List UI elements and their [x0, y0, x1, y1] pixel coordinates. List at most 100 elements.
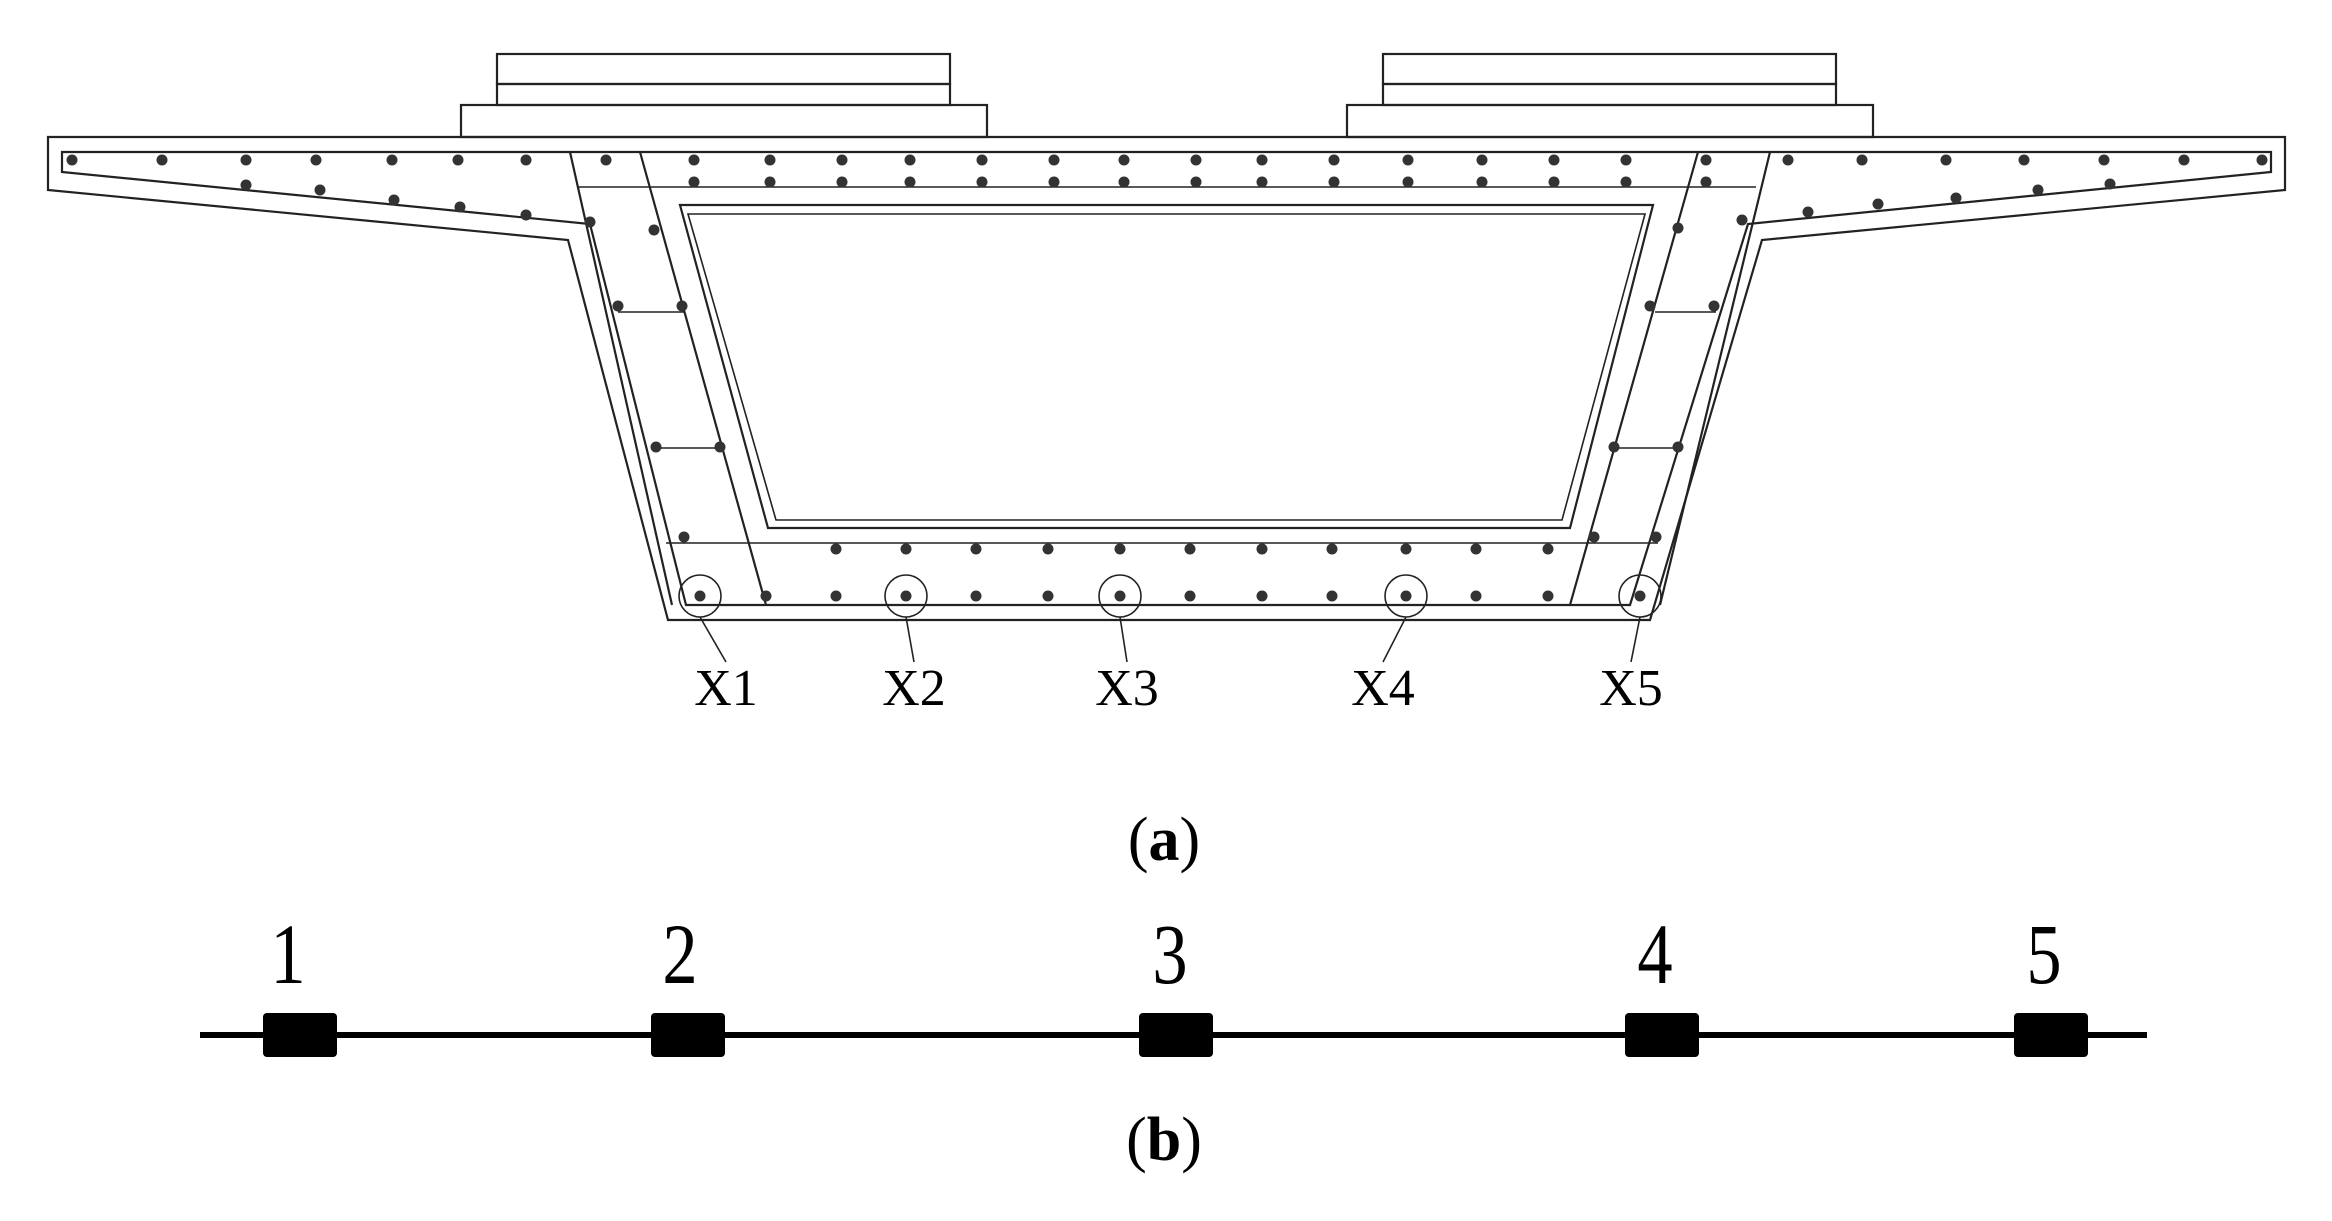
- rebar-dot: [66, 154, 78, 166]
- rebar-dot: [764, 176, 776, 188]
- rebar-dot: [688, 154, 700, 166]
- rebar-dot: [240, 179, 252, 191]
- rebar-dot: [1620, 154, 1632, 166]
- point-label-x2: X2: [882, 660, 946, 717]
- rebar-dot: [836, 176, 848, 188]
- rebar-dot: [650, 441, 662, 453]
- deck-barrier-left: [459, 52, 989, 139]
- rebar-dot: [688, 176, 700, 188]
- rebar-dot: [520, 209, 532, 221]
- rebar-dot: [1114, 590, 1126, 602]
- rebar-dot: [1736, 214, 1748, 226]
- caption-a: (a): [1128, 806, 1200, 874]
- web-line: [638, 151, 768, 606]
- measurement-leader-x4: [1382, 616, 1407, 663]
- rebar-dot: [1328, 154, 1340, 166]
- rebar-dot: [1114, 543, 1126, 555]
- rebar-dot: [612, 300, 624, 312]
- point-label-x3: X3: [1095, 660, 1159, 717]
- box-girder-cross-section: [46, 52, 2287, 663]
- rebar-dot: [1326, 590, 1338, 602]
- measurement-leader-x2: [905, 616, 915, 663]
- rebar-dot: [1700, 154, 1712, 166]
- rebar-dot: [1326, 543, 1338, 555]
- rebar-dot: [1256, 154, 1268, 166]
- rebar-dot: [1256, 590, 1268, 602]
- rebar-dot: [900, 590, 912, 602]
- girder-inner-outline: [60, 150, 2273, 607]
- rebar-dot: [2256, 154, 2268, 166]
- sensor-label-1: 1: [270, 908, 305, 1003]
- rebar-dot: [760, 590, 772, 602]
- sensor-label-3: 3: [1152, 908, 1187, 1003]
- rebar-dot: [314, 184, 326, 196]
- rebar-dot: [1184, 590, 1196, 602]
- rebar-dot: [1548, 154, 1560, 166]
- rebar-dot: [2018, 154, 2030, 166]
- sensor-block-5: [2014, 1013, 2088, 1057]
- web-line: [1658, 151, 1772, 606]
- rebar-dot: [1184, 543, 1196, 555]
- rebar-dot: [1708, 300, 1720, 312]
- rebar-dot: [1402, 154, 1414, 166]
- rebar-dot: [694, 590, 706, 602]
- rebar-dot: [1118, 176, 1130, 188]
- sensor-block-3: [1139, 1013, 1213, 1057]
- rebar-dot: [830, 590, 842, 602]
- point-label-x4: X4: [1351, 660, 1415, 717]
- rebar-dot: [976, 176, 988, 188]
- rebar-dot: [714, 441, 726, 453]
- rebar-dot: [1608, 441, 1620, 453]
- rebar-dot: [1950, 192, 1962, 204]
- rebar-dots: [66, 154, 2268, 602]
- measurement-leader-x5: [1630, 616, 1641, 663]
- rebar-dot: [600, 154, 612, 166]
- girder-outer-outline: [46, 135, 2287, 622]
- rebar-dot: [1672, 222, 1684, 234]
- rebar-dot: [2032, 184, 2044, 196]
- rebar-dot: [1118, 154, 1130, 166]
- rebar-dot: [1256, 543, 1268, 555]
- rebar-dot: [830, 543, 842, 555]
- box-cell-void-inner: [686, 213, 1647, 521]
- rebar-dot: [1644, 300, 1656, 312]
- rebar-dot: [676, 300, 688, 312]
- rebar-dot: [1400, 543, 1412, 555]
- rebar-dot: [1470, 543, 1482, 555]
- rebar-dot: [1588, 531, 1600, 543]
- rebar-dot: [970, 590, 982, 602]
- rebar-dot: [1856, 154, 1868, 166]
- rebar-dot: [1620, 176, 1632, 188]
- rebar-dot: [1548, 176, 1560, 188]
- rebar-dot: [2104, 178, 2116, 190]
- point-labels: X1 X2 X3 X4 X5: [694, 660, 1663, 717]
- caption-b: (b): [1126, 1106, 1202, 1174]
- rebar-dot: [1700, 176, 1712, 188]
- rebar-dot: [1634, 590, 1646, 602]
- box-cell-void: [678, 203, 1655, 530]
- sensor-label-4: 4: [1637, 908, 1672, 1003]
- rebar-dot: [1476, 176, 1488, 188]
- rebar-dot: [1542, 590, 1554, 602]
- rebar-dot: [1190, 154, 1202, 166]
- rebar-dot: [520, 154, 532, 166]
- rebar-dot: [1190, 176, 1202, 188]
- rebar-dot: [1542, 543, 1554, 555]
- rebar-dot: [2098, 154, 2110, 166]
- rebar-dot: [970, 543, 982, 555]
- rebar-dot: [584, 216, 596, 228]
- rebar-dot: [1256, 176, 1268, 188]
- measurement-leader-x1: [699, 616, 727, 663]
- sensor-block-1: [263, 1013, 337, 1057]
- web-line: [568, 151, 674, 606]
- rebar-dot: [1042, 590, 1054, 602]
- sensor-label-2: 2: [662, 908, 697, 1003]
- point-label-x5: X5: [1599, 660, 1663, 717]
- rebar-dot: [1042, 543, 1054, 555]
- rebar-dot: [836, 154, 848, 166]
- measurement-leader-x3: [1119, 616, 1128, 663]
- rebar-dot: [156, 154, 168, 166]
- rebar-dot: [1872, 198, 1884, 210]
- rebar-dot: [1402, 176, 1414, 188]
